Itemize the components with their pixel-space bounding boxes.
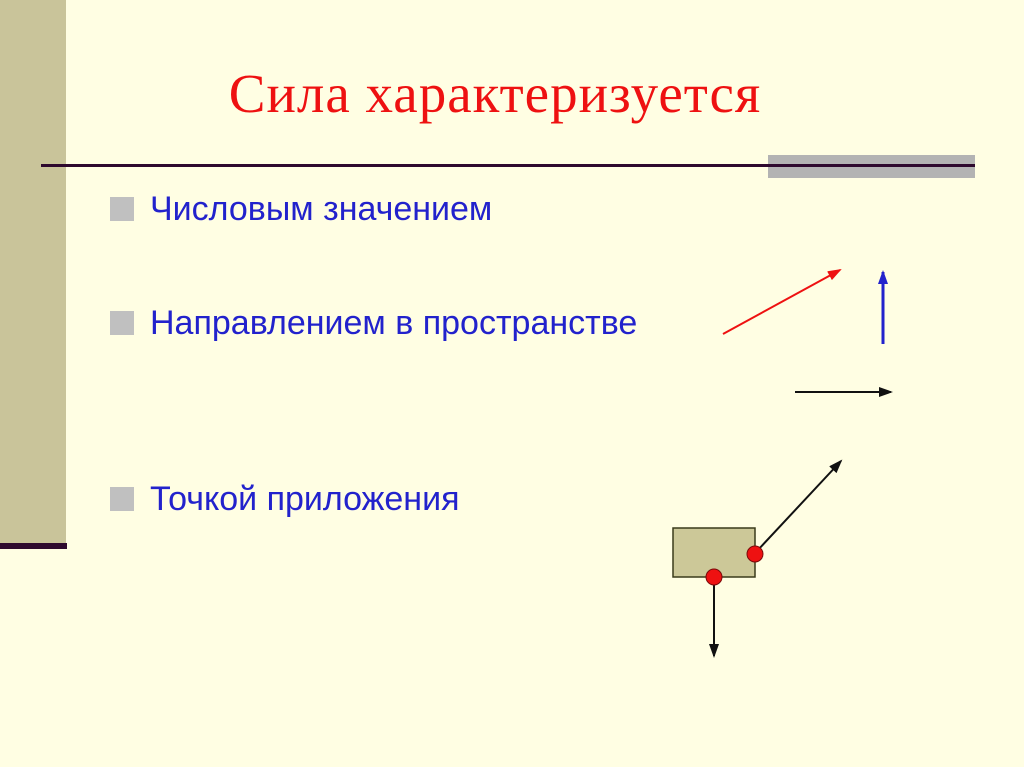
- application-point-dot-right: [746, 545, 764, 563]
- bullet-square-icon: [110, 311, 134, 335]
- bullet-square-icon: [110, 197, 134, 221]
- bullet-item-direction: Направлением в пространстве: [110, 304, 637, 343]
- slide-title: Сила характеризуется: [228, 63, 762, 124]
- red-direction-arrow: [722, 269, 842, 335]
- title-underline: [41, 164, 975, 167]
- sidebar-decoration: [0, 0, 66, 543]
- bullet-label: Точкой приложения: [150, 480, 460, 518]
- bullet-label: Числовым значением: [150, 190, 493, 228]
- sidebar-footer-bar: [0, 543, 67, 549]
- force-diagram: [672, 459, 843, 658]
- application-point-dot-bottom: [705, 568, 723, 586]
- diagonal-force-arrow: [756, 459, 843, 552]
- bullet-item-application-point: Точкой приложения: [110, 480, 460, 519]
- bullet-item-numeric-value: Числовым значением: [110, 190, 492, 229]
- bullet-square-icon: [110, 487, 134, 511]
- bullet-label: Направлением в пространстве: [150, 304, 638, 342]
